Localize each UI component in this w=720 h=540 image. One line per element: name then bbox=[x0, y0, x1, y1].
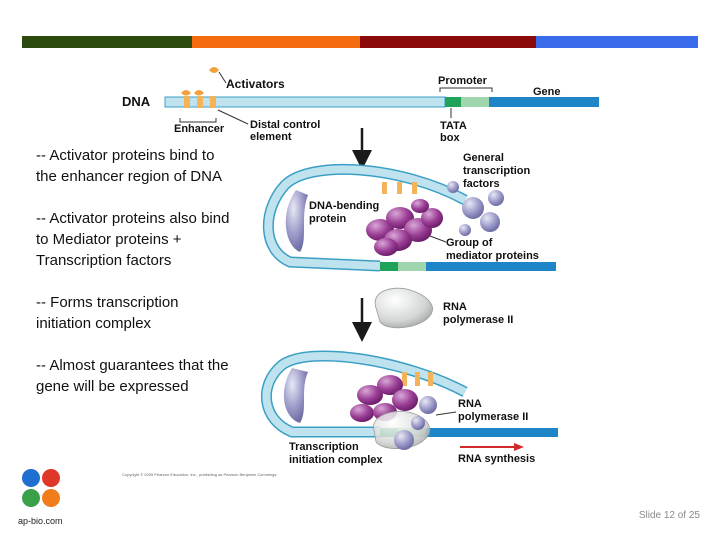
top-dna-strand bbox=[164, 96, 599, 108]
label-rna-pol-1b: polymerase II bbox=[443, 314, 513, 326]
label-activators: Activators bbox=[226, 77, 285, 91]
label-rna-pol-1a: RNA bbox=[443, 301, 467, 313]
rna-polymerase-shape bbox=[374, 287, 433, 329]
middle-dna-loop bbox=[262, 163, 556, 272]
label-general-tf-2: transcription bbox=[463, 165, 531, 177]
header-bar-segment-4 bbox=[536, 36, 698, 48]
label-tata-2: box bbox=[440, 132, 460, 144]
label-dna-bending-1: DNA-bending bbox=[309, 200, 379, 212]
label-tic-1: Transcription bbox=[289, 441, 359, 453]
label-general-tf-1: General bbox=[463, 152, 504, 164]
label-distal-control-1: Distal control bbox=[250, 119, 320, 131]
label-rna-pol-2b: polymerase II bbox=[458, 411, 528, 423]
header-bar-segment-1 bbox=[22, 36, 192, 48]
label-tic-2: initiation complex bbox=[289, 454, 383, 466]
bottom-dna-loop bbox=[261, 350, 558, 438]
general-transcription-factors bbox=[447, 181, 504, 236]
bullet-2: -- Activator proteins also bind to Media… bbox=[36, 210, 230, 269]
logo-text: ap-bio.com bbox=[18, 516, 63, 526]
label-promoter: Promoter bbox=[438, 75, 488, 87]
label-mediator-2: mediator proteins bbox=[446, 250, 539, 262]
bullet-1: -- Activator proteins bind to the enhanc… bbox=[36, 147, 222, 185]
label-general-tf-3: factors bbox=[463, 178, 500, 190]
header-bar-segment-2 bbox=[192, 36, 360, 48]
label-gene: Gene bbox=[533, 86, 561, 98]
label-mediator-1: Group of bbox=[446, 237, 493, 249]
label-rna-synthesis: RNA synthesis bbox=[458, 453, 535, 465]
enhancer-activators bbox=[181, 67, 219, 108]
initiation-complex-cluster bbox=[350, 375, 437, 450]
bullet-4: -- Almost guarantees that the gene will … bbox=[36, 357, 229, 395]
label-dna-bending-2: protein bbox=[309, 213, 347, 225]
ap-bio-logo-icon bbox=[22, 469, 60, 507]
slide-number: Slide 12 of 25 bbox=[638, 510, 700, 521]
bullet-3: -- Forms transcription initiation comple… bbox=[36, 294, 179, 332]
bullet-list: -- Activator proteins bind to the enhanc… bbox=[36, 145, 236, 418]
label-distal-control-2: element bbox=[250, 131, 292, 143]
mediator-proteins-cluster bbox=[366, 199, 443, 256]
label-dna: DNA bbox=[122, 94, 151, 109]
label-tata-1: TATA bbox=[440, 120, 467, 132]
label-rna-pol-2a: RNA bbox=[458, 398, 482, 410]
label-enhancer: Enhancer bbox=[174, 123, 225, 135]
copyright-text: Copyright © 2005 Pearson Education, Inc.… bbox=[122, 472, 277, 477]
header-bar-segment-3 bbox=[360, 36, 536, 48]
dna-bending-protein-shape bbox=[285, 190, 308, 252]
